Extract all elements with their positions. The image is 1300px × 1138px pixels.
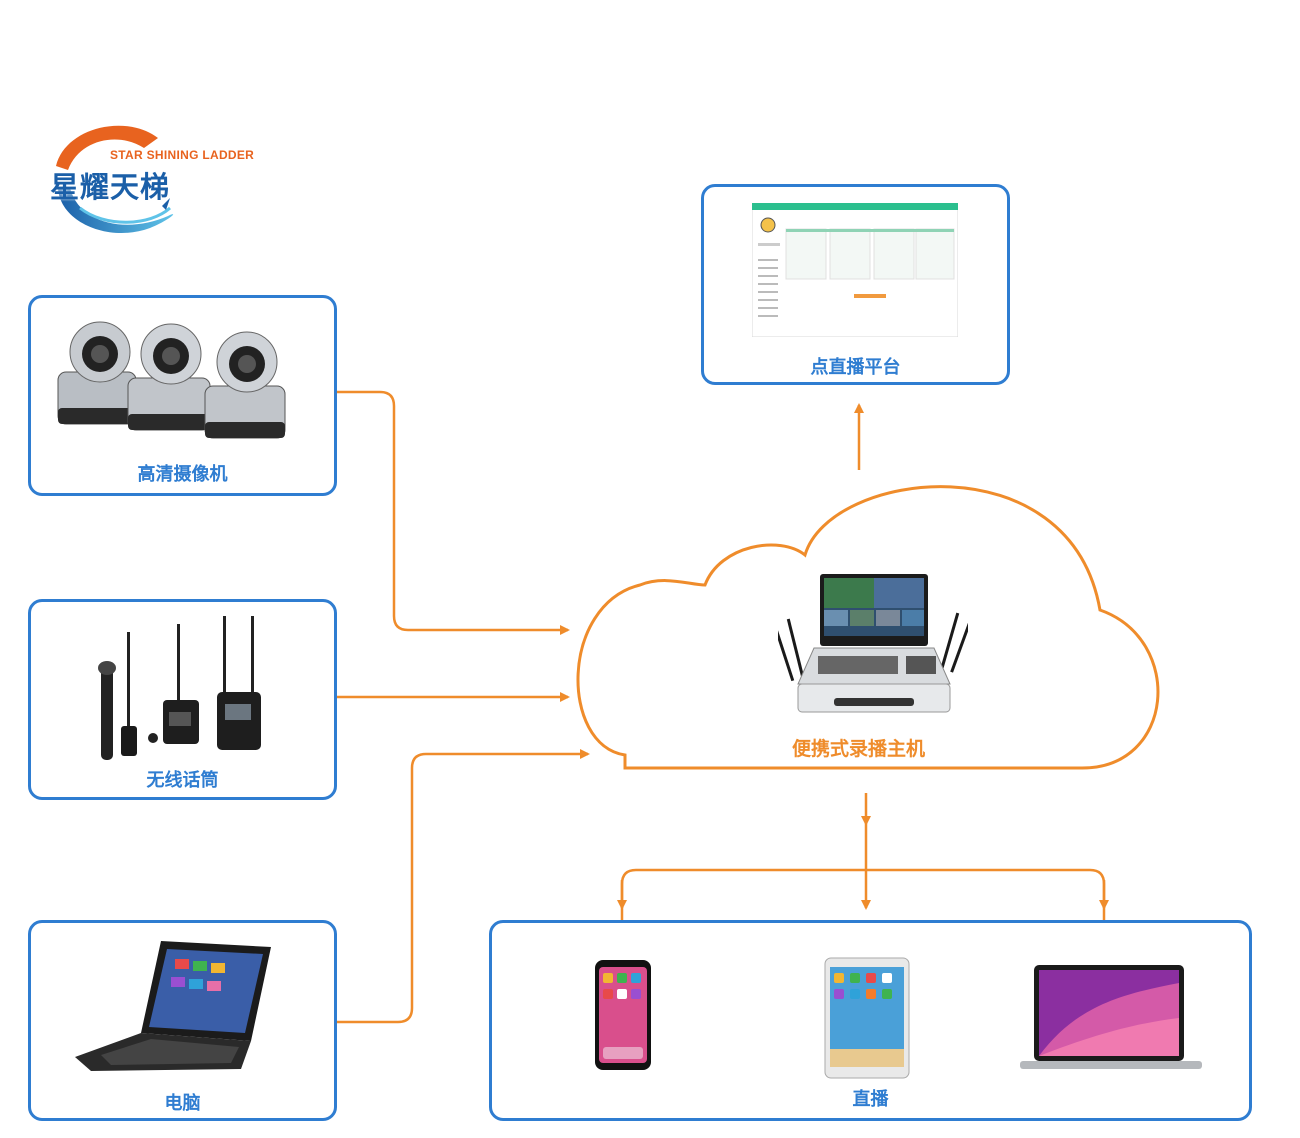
camera-arrow <box>337 390 570 635</box>
macbook-icon <box>1020 965 1202 1069</box>
laptop-label: 电脑 <box>164 1093 201 1114</box>
recording-host-icon <box>778 574 968 713</box>
company-logo: STAR SHINING LADDER 星耀天梯 <box>50 118 260 243</box>
microphone-box: 无线话筒 <box>28 599 337 800</box>
platform-label: 点直播平台 <box>810 357 901 378</box>
laptop-arrow <box>337 749 590 1024</box>
phone-icon <box>595 960 651 1070</box>
output-devices-box: 直播 <box>489 920 1252 1121</box>
web-platform-screenshot-icon <box>752 203 958 337</box>
output-branch <box>620 868 1106 947</box>
laptop-box: 电脑 <box>28 920 337 1121</box>
ptz-camera-icon <box>57 321 286 439</box>
logo-emblem-icon <box>56 125 174 234</box>
tablet-icon <box>824 957 910 1079</box>
microphone-label: 无线话筒 <box>146 770 219 791</box>
platform-box: 点直播平台 <box>701 184 1010 385</box>
camera-label: 高清摄像机 <box>137 464 228 485</box>
logo-english-text: STAR SHINING LADDER <box>110 148 255 162</box>
host-label: 便携式录播主机 <box>792 738 926 760</box>
live-label: 直播 <box>852 1089 889 1110</box>
camera-box: 高清摄像机 <box>28 295 337 496</box>
laptop-icon <box>75 941 271 1071</box>
logo-chinese-text: 星耀天梯 <box>50 170 171 204</box>
wireless-microphone-icon <box>98 616 261 760</box>
